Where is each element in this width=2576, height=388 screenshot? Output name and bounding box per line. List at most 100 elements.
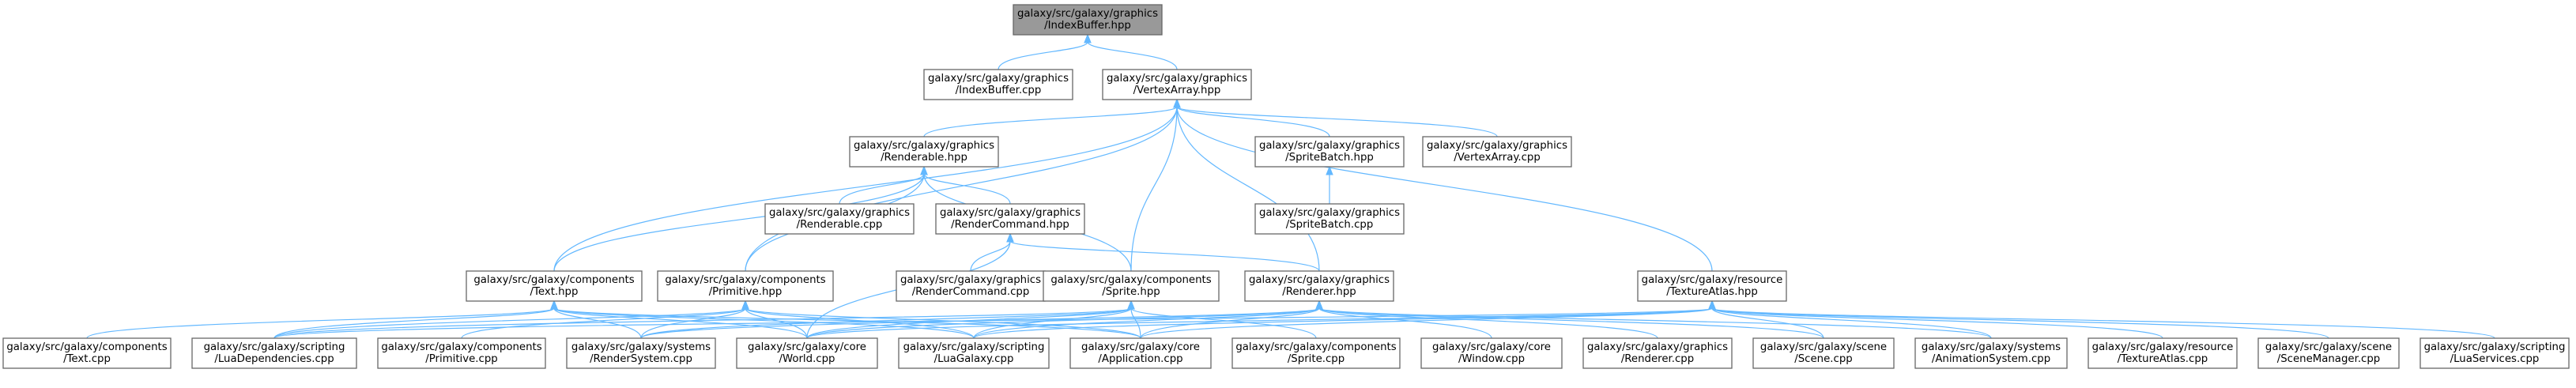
node-label-line: galaxy/src/galaxy/components — [1050, 274, 1211, 286]
node-box — [566, 337, 716, 369]
node-application-cpp[interactable]: galaxy/src/galaxy/core/Application.cpp — [1069, 337, 1212, 369]
node-luagalaxy-cpp[interactable]: galaxy/src/galaxy/scripting/LuaGalaxy.cp… — [898, 337, 1050, 369]
node-label-line: galaxy/src/galaxy/graphics — [1259, 140, 1400, 152]
node-rendercommand-cpp[interactable]: galaxy/src/galaxy/graphics/RenderCommand… — [896, 270, 1046, 302]
node-label-line: galaxy/src/galaxy/resource — [2092, 341, 2234, 353]
edge-text-hpp-to-va-hpp — [553, 106, 1178, 272]
node-box — [764, 203, 915, 235]
edge-animsystem-cpp-to-renderer-hpp — [1318, 307, 1992, 339]
node-box — [898, 337, 1050, 369]
edge-renderable-cpp-to-renderable-hpp — [839, 173, 925, 205]
edge-arrowhead — [1315, 299, 1323, 310]
edge-va-hpp-to-root — [1087, 41, 1178, 70]
node-rendersystem-cpp[interactable]: galaxy/src/galaxy/systems/RenderSystem.c… — [566, 337, 716, 369]
node-label-line: galaxy/src/galaxy/graphics — [900, 274, 1041, 286]
edge-arrowhead — [920, 165, 928, 175]
node-spritebatch-hpp[interactable]: galaxy/src/galaxy/graphics/SpriteBatch.h… — [1254, 136, 1405, 168]
node-textureatlas-cpp[interactable]: galaxy/src/galaxy/resource/TextureAtlas.… — [2088, 337, 2238, 369]
node-label-line: /SceneManager.cpp — [2277, 353, 2381, 365]
node-va-hpp[interactable]: galaxy/src/galaxy/graphics/VertexArray.h… — [1102, 69, 1252, 100]
node-va-cpp[interactable]: galaxy/src/galaxy/graphics/VertexArray.c… — [1422, 136, 1572, 168]
node-label-line: /TextureAtlas.cpp — [2118, 353, 2208, 365]
node-text-hpp[interactable]: galaxy/src/galaxy/components/Text.hpp — [466, 270, 643, 302]
node-label-line: /RenderCommand.cpp — [912, 286, 1030, 298]
node-primitive-cpp[interactable]: galaxy/src/galaxy/components/Primitive.c… — [377, 337, 546, 369]
node-label-line: galaxy/src/galaxy/scene — [2265, 341, 2392, 353]
node-label-line: galaxy/src/galaxy/scene — [1760, 341, 1887, 353]
edge-world-cpp-to-renderer-hpp — [806, 307, 1320, 339]
node-box — [1582, 337, 1733, 369]
node-label-line: /RenderSystem.cpp — [590, 353, 692, 365]
node-luaservices-cpp[interactable]: galaxy/src/galaxy/scripting/LuaServices.… — [2419, 337, 2570, 369]
node-label-line: /SpriteBatch.hpp — [1285, 152, 1374, 164]
node-label-line: galaxy/src/galaxy/core — [1432, 341, 1551, 353]
node-sprite-hpp[interactable]: galaxy/src/galaxy/components/Sprite.hpp — [1043, 270, 1220, 302]
node-renderable-hpp[interactable]: galaxy/src/galaxy/graphics/Renderable.hp… — [849, 136, 999, 168]
node-label-line: /Renderable.cpp — [797, 219, 883, 231]
node-box — [849, 136, 999, 168]
node-label-line: galaxy/src/galaxy/systems — [571, 341, 711, 353]
node-label-line: /Window.cpp — [1458, 353, 1525, 365]
node-textureatlas-hpp[interactable]: galaxy/src/galaxy/resource/TextureAtlas.… — [1637, 270, 1787, 302]
node-label-line: /Renderer.hpp — [1282, 286, 1356, 298]
node-box — [1254, 203, 1405, 235]
edge-luagalaxy-cpp-to-renderer-hpp — [973, 307, 1320, 339]
node-primitive-hpp[interactable]: galaxy/src/galaxy/components/Primitive.h… — [657, 270, 834, 302]
node-sprite-cpp[interactable]: galaxy/src/galaxy/components/Sprite.cpp — [1231, 337, 1401, 369]
node-box — [2088, 337, 2238, 369]
node-scene-cpp[interactable]: galaxy/src/galaxy/scene/Scene.cpp — [1752, 337, 1895, 369]
node-label-line: galaxy/src/galaxy/graphics — [1427, 140, 1567, 152]
node-renderer-cpp[interactable]: galaxy/src/galaxy/graphics/Renderer.cpp — [1582, 337, 1733, 369]
node-label-line: galaxy/src/galaxy/components — [473, 274, 634, 286]
edge-luadeps-cpp-to-textureatlas-hpp — [273, 307, 1713, 339]
node-animsystem-cpp[interactable]: galaxy/src/galaxy/systems/AnimationSyste… — [1914, 337, 2068, 369]
node-scenemanager-cpp[interactable]: galaxy/src/galaxy/scene/SceneManager.cpp — [2257, 337, 2400, 369]
node-ib-cpp[interactable]: galaxy/src/galaxy/graphics/IndexBuffer.c… — [923, 69, 1073, 100]
node-label-line: /Renderer.cpp — [1621, 353, 1694, 365]
node-renderer-hpp[interactable]: galaxy/src/galaxy/graphics/Renderer.hpp — [1244, 270, 1394, 302]
node-box — [1752, 337, 1895, 369]
edge-arrowhead — [1173, 98, 1181, 108]
node-box — [1069, 337, 1212, 369]
node-label-line: /Renderable.hpp — [881, 152, 967, 164]
node-label-line: /LuaServices.cpp — [2450, 353, 2540, 365]
node-rendercommand-hpp[interactable]: galaxy/src/galaxy/graphics/RenderCommand… — [935, 203, 1085, 235]
node-luadeps-cpp[interactable]: galaxy/src/galaxy/scripting/LuaDependenc… — [191, 337, 357, 369]
node-box — [1244, 270, 1394, 302]
node-label-line: galaxy/src/galaxy/graphics — [928, 73, 1069, 85]
node-label-line: /IndexBuffer.hpp — [1044, 20, 1131, 32]
node-label-line: /TextureAtlas.hpp — [1666, 286, 1758, 298]
node-box — [377, 337, 546, 369]
edge-arrowhead — [1006, 232, 1014, 243]
node-label-line: /Primitive.cpp — [425, 353, 497, 365]
node-text-cpp[interactable]: galaxy/src/galaxy/components/Text.cpp — [2, 337, 172, 369]
node-label-line: galaxy/src/galaxy/components — [381, 341, 541, 353]
edge-luagalaxy-cpp-to-primitive-hpp — [745, 307, 975, 339]
node-root[interactable]: galaxy/src/galaxy/graphics/IndexBuffer.h… — [1013, 4, 1163, 36]
node-box — [1102, 69, 1252, 100]
node-renderable-cpp[interactable]: galaxy/src/galaxy/graphics/Renderable.cp… — [764, 203, 915, 235]
node-label-line: galaxy/src/galaxy/graphics — [1259, 207, 1400, 219]
node-window-cpp[interactable]: galaxy/src/galaxy/core/Window.cpp — [1420, 337, 1563, 369]
node-label-line: /IndexBuffer.cpp — [956, 85, 1042, 96]
node-box — [1231, 337, 1401, 369]
node-box — [1914, 337, 2068, 369]
edge-sprite-hpp-to-va-hpp — [1130, 106, 1178, 272]
edge-arrowhead — [1127, 299, 1135, 310]
node-box — [923, 69, 1073, 100]
node-spritebatch-cpp[interactable]: galaxy/src/galaxy/graphics/SpriteBatch.c… — [1254, 203, 1405, 235]
edge-rendersystem-cpp-to-sprite-hpp — [640, 307, 1132, 339]
node-box — [657, 270, 834, 302]
edge-scene-cpp-to-textureatlas-hpp — [1711, 307, 1824, 339]
node-box — [2257, 337, 2400, 369]
node-box — [466, 270, 643, 302]
node-box — [935, 203, 1085, 235]
node-world-cpp[interactable]: galaxy/src/galaxy/core/World.cpp — [736, 337, 878, 369]
edge-application-cpp-to-renderer-hpp — [1140, 307, 1320, 339]
node-label-line: /LuaGalaxy.cpp — [934, 353, 1014, 365]
node-box — [1043, 270, 1220, 302]
node-label-line: /Scene.cpp — [1794, 353, 1852, 365]
node-layer: galaxy/src/galaxy/graphics/IndexBuffer.h… — [2, 4, 2570, 369]
edge-renderable-hpp-to-va-hpp — [923, 106, 1178, 137]
edge-renderer-cpp-to-renderer-hpp — [1318, 307, 1658, 339]
